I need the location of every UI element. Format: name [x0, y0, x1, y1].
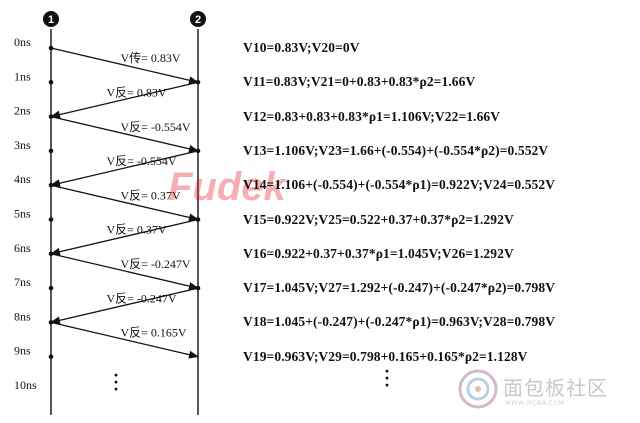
- voltage-equation: V11=0.83V;V21=0+0.83+0.83*ρ2=1.66V: [243, 74, 476, 90]
- center-watermark-logo: Fudek: [168, 165, 286, 210]
- reflection-arrow: [50, 184, 199, 222]
- time-dot: [48, 148, 54, 154]
- arrow-voltage-label: V反= 0.83V: [107, 85, 167, 99]
- time-label: 5ns: [14, 207, 31, 221]
- reflection-arrow: [50, 287, 199, 325]
- arrow-voltage-label: V反= 0.37V: [121, 188, 181, 202]
- time-dot: [48, 80, 54, 85]
- time-label: 6ns: [14, 241, 31, 255]
- voltage-equation: V14=1.106+(-0.554)+(-0.554*ρ1)=0.922V;V2…: [243, 177, 556, 193]
- voltage-equation: V18=1.045+(-0.247)+(-0.247*ρ1)=0.963V;V2…: [243, 314, 556, 330]
- voltage-equation: V13=1.106V;V23=1.66+(-0.554)+(-0.554*ρ2)…: [243, 142, 549, 158]
- time-dot: [48, 217, 54, 222]
- voltage-equation: V16=0.922+0.37+0.37*ρ1=1.045V;V26=1.292V: [243, 245, 514, 261]
- arrow-voltage-label: V反= 0.165V: [121, 326, 187, 340]
- reflection-arrow: [50, 115, 199, 153]
- node-2-badge-circle: [190, 11, 206, 27]
- node-1-badge-circle: [43, 11, 59, 27]
- watermark-main-text: 面包板社区: [503, 376, 608, 400]
- voltage-equation: V17=1.045V;V27=1.292+(-0.247)+(-0.247*ρ2…: [243, 280, 556, 296]
- time-label: 8ns: [14, 309, 31, 323]
- voltage-equation: V10=0.83V;V20=0V: [243, 40, 360, 55]
- arrow-voltage-label: V反= -0.554V: [107, 154, 177, 168]
- watermark-logo-icon: [458, 369, 498, 409]
- arrow-voltage-label: V反= 0.37V: [107, 223, 167, 237]
- time-label: 2ns: [14, 104, 31, 118]
- time-label: 10ns: [14, 378, 37, 392]
- node-2-badge-label: 2: [195, 14, 201, 26]
- time-label: 7ns: [14, 275, 31, 289]
- arrow-voltage-label: V反= -0.247V: [121, 257, 191, 271]
- time-label: 1ns: [14, 69, 31, 83]
- arrow-voltage-label: V反= -0.554V: [121, 120, 191, 134]
- watermark-logo-text: Fudek: [168, 165, 286, 209]
- voltage-equation: V12=0.83+0.83+0.83*ρ1=1.106V;V22=1.66V: [243, 108, 501, 124]
- node-1-badge-label: 1: [48, 14, 54, 26]
- reflection-arrow: [50, 47, 199, 85]
- reflection-arrow: [50, 81, 199, 119]
- time-label: 9ns: [14, 344, 31, 358]
- reflection-arrow: [50, 253, 199, 290]
- reflection-arrow: [50, 321, 199, 359]
- reflection-arrow: [50, 150, 199, 188]
- arrow-voltage-label: V反= -0.247V: [107, 291, 177, 305]
- time-label: 0ns: [14, 35, 31, 49]
- reflection-arrow: [50, 218, 199, 256]
- time-label: 3ns: [14, 138, 31, 152]
- right-continuation-dots: ···: [384, 361, 391, 395]
- voltage-equation: V15=0.922V;V25=0.522+0.37+0.37*ρ2=1.292V: [243, 211, 514, 227]
- time-dot: [48, 285, 54, 291]
- voltage-equation: V19=0.963V;V29=0.798+0.165+0.165*ρ2=1.12…: [243, 348, 528, 364]
- time-dot: [48, 354, 54, 360]
- left-continuation-dots: ···: [113, 365, 120, 399]
- watermark-sub-text: WWW.IPCBA.COM: [505, 400, 565, 407]
- arrow-voltage-label: V传= 0.83V: [121, 50, 181, 65]
- site-watermark: 面包板社区 WWW.IPCBA.COM: [455, 366, 635, 416]
- time-label: 4ns: [14, 172, 31, 186]
